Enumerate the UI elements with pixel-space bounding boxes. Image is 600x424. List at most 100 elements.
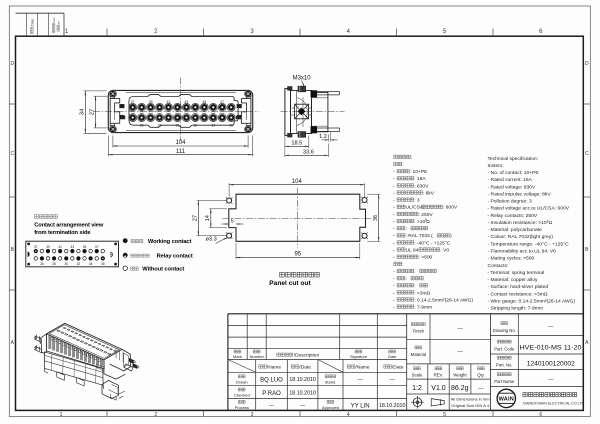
svg-text:34: 34 bbox=[79, 108, 85, 115]
svg-text:-: - bbox=[393, 255, 395, 261]
svg-text:14: 14 bbox=[205, 215, 211, 221]
svg-text:- Pollution degree: 3: - Pollution degree: 3 bbox=[488, 199, 532, 205]
svg-text:9: 9 bbox=[425, 218, 427, 222]
svg-text:: RAL 7032 (: : RAL 7032 ( bbox=[406, 233, 434, 239]
svg-text:- Terminal: spring terminal: - Terminal: spring terminal bbox=[488, 270, 545, 276]
svg-text:Process: Process bbox=[235, 405, 249, 410]
svg-text:Mark: Mark bbox=[233, 354, 242, 359]
svg-text:32: 32 bbox=[77, 262, 81, 266]
svg-text:HVE-010-MS 11-20: HVE-010-MS 11-20 bbox=[520, 345, 583, 352]
svg-text:—: — bbox=[478, 385, 484, 391]
svg-text:BQ LUO: BQ LUO bbox=[260, 378, 283, 384]
svg-text:28: 28 bbox=[52, 262, 56, 266]
svg-text:-: - bbox=[393, 240, 395, 246]
svg-text:4: 4 bbox=[347, 412, 350, 418]
svg-text:: 830V: : 830V bbox=[414, 183, 429, 189]
svg-text:: V0: : V0 bbox=[440, 247, 449, 253]
svg-text:: <3mΩ: : <3mΩ bbox=[414, 290, 430, 296]
svg-text:47: 47 bbox=[95, 245, 99, 249]
svg-text:111: 111 bbox=[176, 149, 186, 155]
svg-text:Qty.: Qty. bbox=[477, 373, 485, 378]
svg-text:6: 6 bbox=[539, 412, 542, 418]
svg-text:Port. No.: Port. No. bbox=[496, 362, 513, 367]
svg-text:Number: Number bbox=[250, 354, 265, 359]
svg-text:34: 34 bbox=[89, 262, 93, 266]
svg-text:1.2: 1.2 bbox=[319, 134, 327, 140]
svg-text:3: 3 bbox=[251, 412, 254, 418]
svg-text:-: - bbox=[393, 247, 395, 253]
svg-text:: 600V: : 600V bbox=[443, 205, 458, 211]
svg-text:- Contact resistance: <3mΩ: - Contact resistance: <3mΩ bbox=[488, 291, 548, 297]
svg-text:—: — bbox=[269, 403, 275, 409]
svg-text:Scale: Scale bbox=[412, 373, 423, 378]
svg-text:Drawing No.: Drawing No. bbox=[493, 328, 516, 333]
svg-text:A: A bbox=[11, 340, 15, 346]
svg-text:- Relay contacts: 250V: - Relay contacts: 250V bbox=[488, 213, 538, 219]
svg-text:Contacts:: Contacts: bbox=[488, 263, 509, 269]
svg-text:39: 39 bbox=[149, 100, 153, 104]
svg-text:- Material: copper alloy: - Material: copper alloy bbox=[488, 277, 538, 283]
svg-text:-: - bbox=[393, 212, 395, 218]
svg-text:-: - bbox=[393, 176, 395, 182]
svg-text:Finish: Finish bbox=[413, 329, 425, 334]
svg-text:- Wire gauge: 0.14-2.5mm²(26-: - Wire gauge: 0.14-2.5mm²(26-14 AWG) bbox=[488, 298, 576, 304]
svg-text:86.2g: 86.2g bbox=[451, 385, 469, 392]
svg-text:-: - bbox=[393, 169, 395, 175]
svg-text:18.10.2010: 18.10.2010 bbox=[289, 390, 316, 396]
svg-text:27: 27 bbox=[90, 109, 96, 115]
svg-text:6: 6 bbox=[539, 29, 543, 35]
svg-text:Part. Code: Part. Code bbox=[494, 346, 515, 351]
svg-text:B: B bbox=[585, 247, 589, 253]
svg-text:YY LIN: YY LIN bbox=[351, 403, 370, 409]
svg-text:as: as bbox=[57, 21, 61, 25]
svg-text:- Stripping length: 7-9mm: - Stripping length: 7-9mm bbox=[488, 306, 543, 312]
svg-text::: : bbox=[414, 270, 415, 275]
svg-text:30: 30 bbox=[176, 124, 180, 128]
svg-text:UL 94: UL 94 bbox=[406, 247, 419, 253]
svg-text:: 250V: : 250V bbox=[419, 212, 434, 218]
svg-text:41: 41 bbox=[58, 245, 62, 249]
svg-text:): ) bbox=[450, 233, 452, 239]
svg-text:5: 5 bbox=[443, 412, 446, 418]
svg-text:Date: Date bbox=[388, 354, 397, 359]
svg-text:-: - bbox=[393, 290, 395, 296]
svg-text:Checked: Checked bbox=[234, 393, 250, 398]
svg-text:—: — bbox=[358, 377, 364, 383]
svg-text:5: 5 bbox=[443, 29, 447, 35]
svg-text:—: — bbox=[300, 403, 306, 409]
svg-text:-: - bbox=[393, 205, 395, 211]
svg-text:26: 26 bbox=[140, 124, 144, 128]
svg-text:104: 104 bbox=[175, 140, 186, 146]
svg-text:/Name: /Name bbox=[355, 364, 369, 370]
svg-text:- Temperature range: -40°C -: - Temperature range: -40°C - +125°C bbox=[488, 241, 570, 247]
svg-text:/Date: /Date bbox=[392, 364, 404, 370]
svg-text:-: - bbox=[393, 198, 395, 204]
svg-text:- Rated current: 16A: - Rated current: 16A bbox=[488, 177, 533, 183]
svg-text:-: - bbox=[393, 269, 395, 275]
svg-text:- Mating cycles: >500: - Mating cycles: >500 bbox=[488, 256, 535, 262]
svg-text:27: 27 bbox=[193, 215, 199, 221]
svg-text:36: 36 bbox=[101, 262, 105, 266]
svg-text:26: 26 bbox=[40, 262, 44, 266]
svg-text:3: 3 bbox=[250, 29, 254, 35]
svg-text:Material: Material bbox=[411, 352, 426, 357]
svg-text:Technical specification:: Technical specification: bbox=[488, 156, 539, 162]
svg-text:5: 5 bbox=[231, 219, 234, 225]
svg-text:: >10 Ω: : >10 Ω bbox=[414, 219, 430, 225]
svg-text:: 3: : 3 bbox=[414, 198, 420, 204]
svg-text:Signature: Signature bbox=[350, 354, 368, 359]
svg-text:-: - bbox=[393, 219, 395, 225]
svg-text::: : bbox=[402, 163, 403, 168]
svg-text:32: 32 bbox=[193, 124, 197, 128]
svg-text:Insters:: Insters: bbox=[488, 163, 504, 169]
svg-text::: : bbox=[402, 263, 403, 268]
svg-text:C: C bbox=[10, 151, 14, 157]
svg-text:Weight: Weight bbox=[453, 373, 467, 378]
svg-text:: 0.14-2.5mm²(26-14 AWG): : 0.14-2.5mm²(26-14 AWG) bbox=[414, 297, 473, 303]
svg-text::: : bbox=[406, 277, 407, 282]
svg-text:C: C bbox=[585, 151, 589, 157]
svg-text:47: 47 bbox=[220, 100, 224, 104]
svg-text:-: - bbox=[393, 233, 395, 239]
svg-text:28: 28 bbox=[158, 124, 162, 128]
svg-text::: : bbox=[414, 284, 415, 289]
